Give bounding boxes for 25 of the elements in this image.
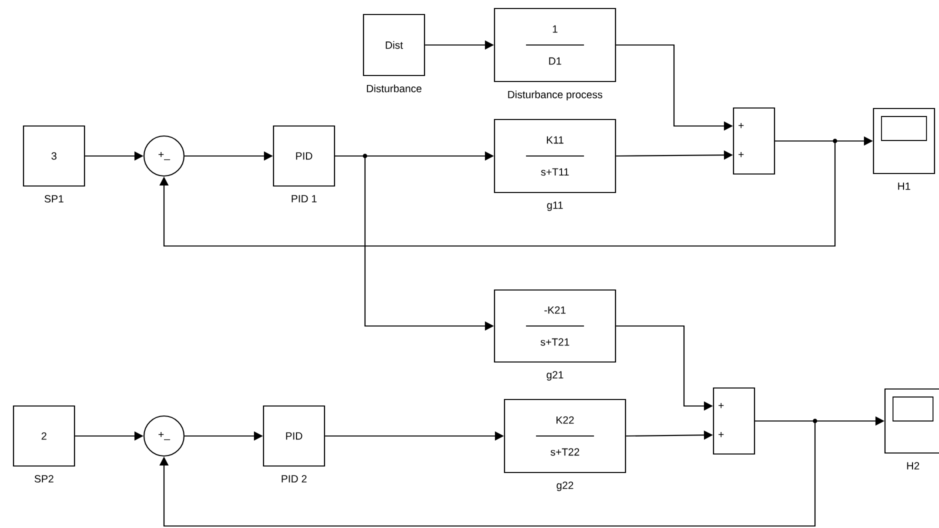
block-label: PID 1 — [292, 195, 317, 202]
block-label: H1 — [898, 182, 910, 190]
scope-block — [884, 388, 939, 454]
block-label: PID 2 — [282, 475, 307, 482]
constant-block: 3 — [22, 125, 86, 187]
scope-block — [872, 108, 936, 174]
controller-block: PID — [262, 405, 326, 467]
block-label: SP1 — [44, 195, 64, 202]
adder-block: + + — [712, 387, 756, 455]
constant-block: 2 — [12, 405, 76, 467]
controller-block: PID — [272, 125, 336, 187]
sum-junction: +_ — [143, 415, 185, 457]
block-label: Disturbance — [366, 84, 422, 92]
sum-junction: +_ — [143, 135, 185, 177]
block-label: g11 — [547, 202, 563, 211]
block-label: g21 — [546, 371, 564, 381]
source-block: Dist — [362, 14, 426, 76]
block-label: H2 — [907, 462, 920, 470]
transfer-function-block: 1 D1 — [494, 8, 616, 82]
adder-block: + + — [732, 107, 776, 175]
block-label: g22 — [556, 482, 574, 492]
block-label: SP2 — [34, 475, 54, 482]
block-label: Disturbance process — [508, 90, 602, 100]
arrow — [159, 140, 836, 247]
arrow — [159, 420, 816, 527]
